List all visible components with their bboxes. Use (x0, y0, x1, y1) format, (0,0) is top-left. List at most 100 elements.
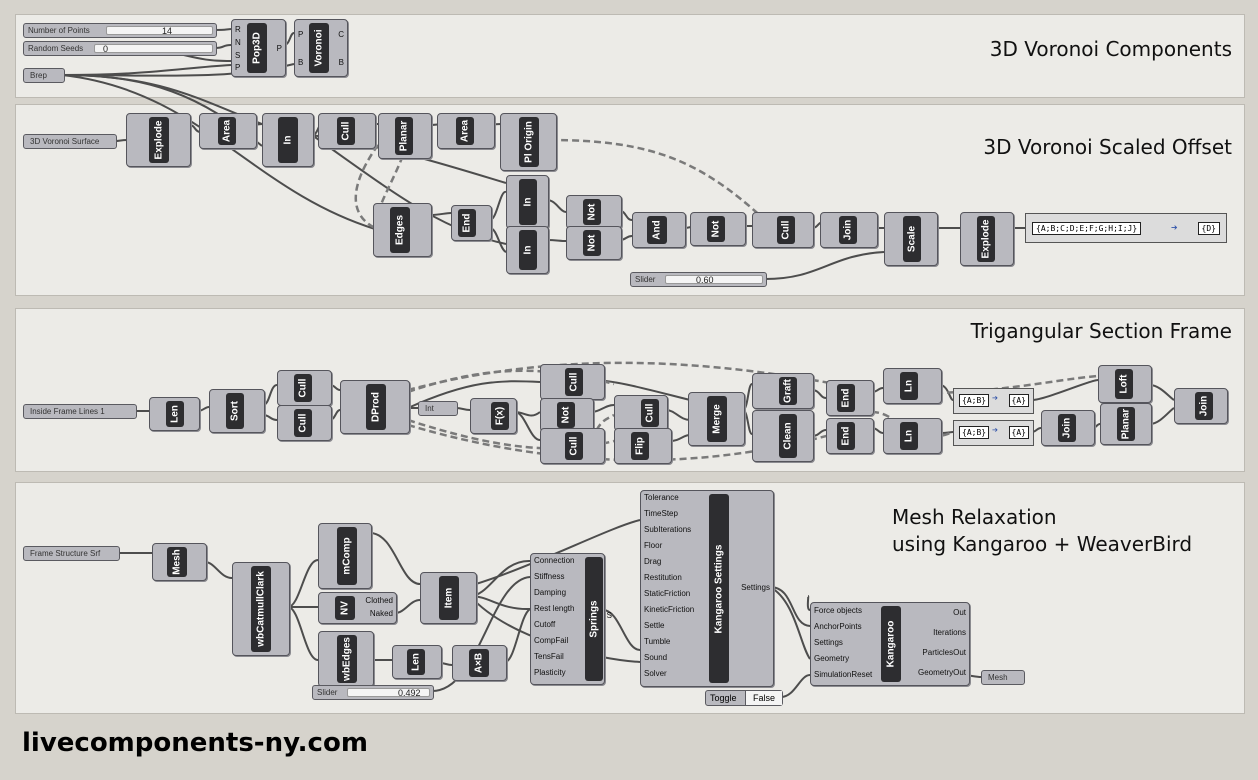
int-param[interactable]: Int (418, 401, 458, 416)
pin[interactable]: P (276, 44, 282, 53)
pin[interactable]: B (338, 58, 344, 67)
pin[interactable]: Tumble (644, 637, 671, 646)
slider-track[interactable]: 0.60 (665, 275, 763, 285)
pin[interactable]: Drag (644, 557, 662, 566)
in-component-3[interactable]: In (506, 226, 549, 274)
pin[interactable]: KineticFriction (644, 605, 695, 614)
in-component[interactable]: In (262, 113, 314, 167)
pin[interactable]: Solver (644, 669, 667, 678)
cull-component-4[interactable]: Cull (277, 405, 332, 441)
pin[interactable]: ParticlesOut (922, 648, 966, 657)
slider-track[interactable]: 0.492 (347, 688, 430, 698)
area-component-2[interactable]: Area (437, 113, 495, 149)
join-component-3[interactable]: Join (1174, 388, 1228, 424)
pl-origin-component[interactable]: Pl Origin (500, 113, 557, 171)
pop3d-component[interactable]: Pop3D R N S P P (231, 19, 286, 77)
cull-component-6[interactable]: Cull (540, 428, 605, 464)
pin[interactable]: S (235, 51, 241, 60)
end-component[interactable]: End (451, 205, 492, 241)
not-component[interactable]: Not (566, 195, 622, 229)
explode-component-2[interactable]: Explode (960, 212, 1014, 266)
pin[interactable]: TensFail (534, 652, 564, 661)
pin[interactable]: SubIterations (644, 525, 692, 534)
mesh-component[interactable]: Mesh (152, 543, 207, 581)
slider-track[interactable]: 14 (106, 26, 213, 36)
pin[interactable]: P (235, 63, 241, 72)
join-component[interactable]: Join (820, 212, 878, 248)
number-of-points-slider[interactable]: Number of Points 14 (23, 23, 217, 38)
pin[interactable]: AnchorPoints (814, 622, 862, 631)
toggle-value[interactable]: False (745, 691, 782, 705)
clean-component[interactable]: Clean (752, 410, 814, 462)
not-component-2[interactable]: Not (566, 226, 622, 260)
item-component[interactable]: Item (420, 572, 477, 624)
planar-component-2[interactable]: Planar (1100, 403, 1152, 445)
wbedges-component[interactable]: wbEdges (318, 631, 374, 687)
nv-component[interactable]: NV Clothed Naked (318, 592, 397, 624)
pin[interactable]: Rest length (534, 604, 575, 613)
cull-component-3[interactable]: Cull (277, 370, 332, 406)
pin[interactable]: Clothed (365, 596, 393, 605)
pin[interactable]: R (235, 25, 241, 34)
pin[interactable]: TimeStep (644, 509, 678, 518)
pin[interactable]: S (606, 611, 612, 620)
cull-component-2[interactable]: Cull (752, 212, 814, 248)
pin[interactable]: StaticFriction (644, 589, 691, 598)
pin[interactable]: Cutoff (534, 620, 556, 629)
pin[interactable]: B (298, 58, 304, 67)
offset-slider[interactable]: Slider 0.60 (630, 272, 767, 287)
not-component-3[interactable]: Not (690, 212, 746, 246)
scale-component[interactable]: Scale (884, 212, 938, 266)
wbcatmullclark-component[interactable]: wbCatmullClark (232, 562, 290, 656)
end-component-3[interactable]: End (826, 418, 874, 454)
ln-component-2[interactable]: Ln (883, 418, 942, 454)
pin[interactable]: P (298, 30, 304, 39)
pin[interactable]: Out (953, 608, 966, 617)
slider-track[interactable]: 0 (94, 44, 213, 54)
len-component-2[interactable]: Len (392, 645, 442, 679)
sort-component[interactable]: Sort (209, 389, 265, 433)
voronoi-component[interactable]: Voronoi P B C B (294, 19, 348, 77)
explode-component[interactable]: Explode (126, 113, 191, 167)
pin[interactable]: Force objects (814, 606, 863, 615)
area-component[interactable]: Area (199, 113, 257, 149)
pin[interactable]: Damping (534, 588, 567, 597)
merge-component[interactable]: Merge (688, 392, 745, 446)
pin[interactable]: Floor (644, 541, 663, 550)
edges-component[interactable]: Edges (373, 203, 432, 257)
pin[interactable]: Connection (534, 556, 575, 565)
random-seeds-slider[interactable]: Random Seeds 0 (23, 41, 217, 56)
pin[interactable]: Plasticity (534, 668, 566, 677)
pin[interactable]: Restitution (644, 573, 682, 582)
cull-component[interactable]: Cull (318, 113, 376, 149)
axb-component[interactable]: A×B (452, 645, 507, 681)
len-component[interactable]: Len (149, 397, 200, 431)
graft-component[interactable]: Graft (752, 373, 814, 409)
mcomp-component[interactable]: mComp (318, 523, 372, 589)
frame-structure-srf-param[interactable]: Frame Structure Srf (23, 546, 120, 561)
fx-component[interactable]: F(x) (470, 398, 517, 434)
and-component[interactable]: And (632, 212, 686, 248)
pin[interactable]: GeometryOut (917, 668, 966, 677)
in-component-2[interactable]: In (506, 175, 549, 229)
pin[interactable]: Iterations (933, 628, 966, 637)
planar-component[interactable]: Planar (378, 113, 432, 159)
pin[interactable]: Naked (369, 609, 393, 618)
mesh-output-param[interactable]: Mesh (981, 670, 1025, 685)
pin[interactable]: Settings (814, 638, 843, 647)
flip-component[interactable]: Flip (614, 428, 672, 464)
inside-frame-lines-param[interactable]: Inside Frame Lines 1 (23, 404, 137, 419)
loft-component[interactable]: Loft (1098, 365, 1152, 403)
cull-component-7[interactable]: Cull (614, 395, 668, 431)
dprod-component[interactable]: DProd (340, 380, 410, 434)
join-component-2[interactable]: Join (1041, 410, 1095, 446)
pin[interactable]: Settle (644, 621, 665, 630)
voronoi-surface-param[interactable]: 3D Voronoi Surface (23, 134, 117, 149)
cull-component-5[interactable]: Cull (540, 364, 605, 400)
pin[interactable]: Settings (741, 583, 770, 592)
pin[interactable]: Stiffness (534, 572, 565, 581)
pin[interactable]: Tolerance (644, 493, 679, 502)
